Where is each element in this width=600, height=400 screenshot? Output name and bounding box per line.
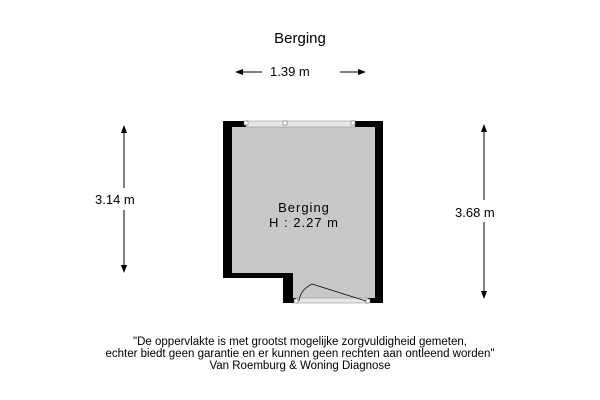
door-opening: [295, 297, 369, 304]
disclaimer-line-3: Van Roemburg & Woning Diagnose: [209, 360, 391, 372]
room-height: H : 2.27 m: [269, 215, 339, 230]
room-floor: [232, 127, 375, 298]
disclaimer: "De oppervlakte is met grootst mogelijke…: [0, 336, 600, 372]
plan-title: Berging: [274, 30, 326, 47]
disclaimer-line-2: echter biedt geen garantie en er kunnen …: [105, 348, 495, 360]
disclaimer-line-1: "De oppervlakte is met grootst mogelijke…: [133, 336, 467, 348]
door-swing: [298, 283, 367, 302]
width-dimension-label: 1.39 m: [270, 64, 310, 79]
window: [245, 120, 356, 128]
right-height-label: 3.68 m: [455, 205, 495, 220]
room-name: Berging: [278, 200, 330, 215]
left-height-label: 3.14 m: [95, 192, 135, 207]
